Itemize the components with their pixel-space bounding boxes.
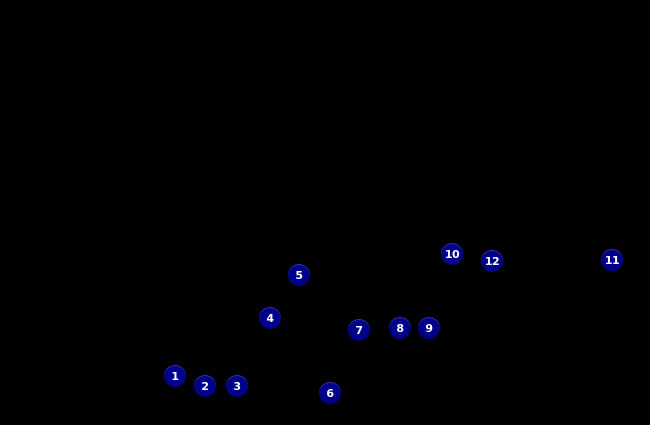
- marker-4[interactable]: 4: [259, 307, 281, 329]
- marker-10[interactable]: 10: [441, 243, 463, 265]
- marker-1[interactable]: 1: [164, 365, 186, 387]
- marker-6[interactable]: 6: [319, 382, 341, 404]
- marker-11[interactable]: 11: [601, 249, 623, 271]
- marker-2[interactable]: 2: [194, 375, 216, 397]
- marker-5[interactable]: 5: [288, 264, 310, 286]
- marker-12[interactable]: 12: [481, 250, 503, 272]
- marker-3[interactable]: 3: [226, 375, 248, 397]
- marker-9[interactable]: 9: [418, 317, 440, 339]
- marker-8[interactable]: 8: [389, 317, 411, 339]
- marker-7[interactable]: 7: [348, 319, 370, 341]
